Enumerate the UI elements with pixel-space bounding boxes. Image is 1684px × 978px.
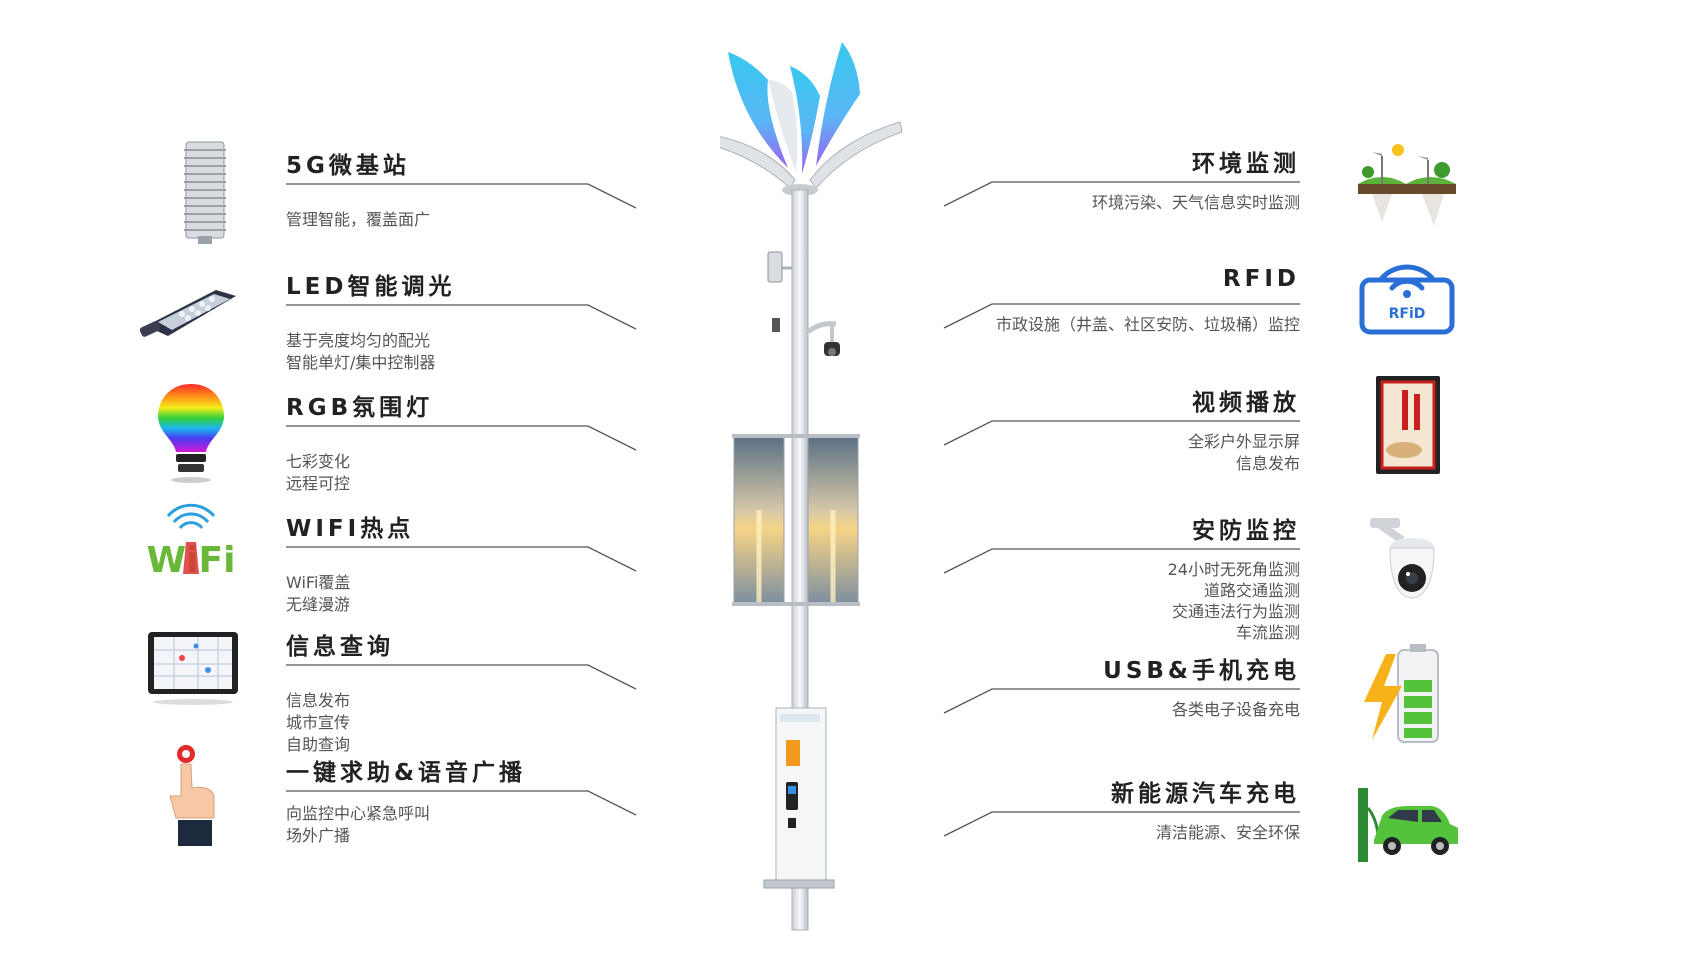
sensor-box (772, 318, 780, 332)
feature-description: 各类电子设备充电 (1171, 700, 1300, 719)
charging-cabinet (775, 707, 827, 883)
display-screen-icon (1352, 370, 1462, 480)
leader-line (286, 183, 637, 209)
dome-camera-icon (1356, 506, 1466, 616)
rgb-bulb-icon (136, 376, 246, 486)
feature-title: RFID (1222, 266, 1300, 292)
feature-description: 全彩户外显示屏 信息发布 (1187, 432, 1300, 473)
feature-description: 信息发布 城市宣传 自助查询 (286, 691, 351, 754)
usb-charging-icon (1352, 640, 1462, 750)
feature-title: 5G微基站 (286, 153, 410, 179)
feature-title: 安防监控 (1192, 518, 1300, 544)
feature-description: 管理智能，覆盖面广 (286, 210, 431, 229)
leader-line (286, 664, 637, 690)
leader-line (286, 304, 637, 330)
camera-arm (806, 321, 840, 356)
banner-screens (732, 434, 860, 606)
ev-charging-icon (1352, 768, 1462, 878)
feature-title: 信息查询 (286, 634, 394, 660)
feature-title: RGB氛围灯 (286, 395, 434, 421)
feature-description: 清洁能源、安全环保 (1155, 823, 1300, 842)
leader-line (943, 688, 1300, 714)
5g-base-station-icon (150, 136, 260, 246)
feature-description: 基于亮度均匀的配光 智能单灯/集中控制器 (286, 331, 436, 372)
leader-line (943, 181, 1300, 207)
leader-line (286, 790, 637, 816)
rfid-icon-label: RFiD (1389, 306, 1426, 322)
feature-title: 环境监测 (1192, 151, 1300, 177)
leader-line (943, 811, 1300, 837)
feature-description: 市政设施（井盖、社区安防、垃圾桶）监控 (995, 315, 1300, 334)
pole-base (763, 879, 835, 889)
feature-description: WiFi覆盖 无缝漫游 (286, 573, 351, 614)
5g-module (767, 251, 792, 283)
feature-title: 一键求助&语音广播 (286, 760, 527, 786)
feature-title: 视频播放 (1192, 390, 1300, 416)
tablet-icon (138, 610, 248, 720)
feature-title: USB&手机充电 (1103, 658, 1300, 684)
leader-line (943, 420, 1300, 446)
feature-description: 24小时无死角监测 道路交通监测 交通违法行为监测 车流监测 (1167, 560, 1300, 642)
leader-line (286, 425, 637, 451)
wifi-icon: WiFi (136, 498, 246, 608)
flower-lamp-head (720, 42, 903, 196)
environment-icon (1352, 134, 1462, 244)
rfid-icon: RFiD (1352, 250, 1462, 360)
feature-title: 新能源汽车充电 (1111, 781, 1300, 807)
led-street-lamp-icon (136, 256, 246, 366)
feature-description: 环境污染、天气信息实时监测 (1091, 193, 1300, 212)
leader-line (943, 303, 1300, 329)
feature-description: 七彩变化 远程可控 (286, 452, 351, 493)
feature-title: WIFI热点 (286, 516, 415, 542)
feature-description: 向监控中心紧急呼叫 场外广播 (286, 804, 431, 845)
leader-line (943, 548, 1300, 574)
leader-line (286, 546, 637, 572)
sos-button-icon (136, 738, 246, 848)
smart-pole-illustration (720, 42, 903, 931)
feature-title: LED智能调光 (286, 274, 456, 300)
